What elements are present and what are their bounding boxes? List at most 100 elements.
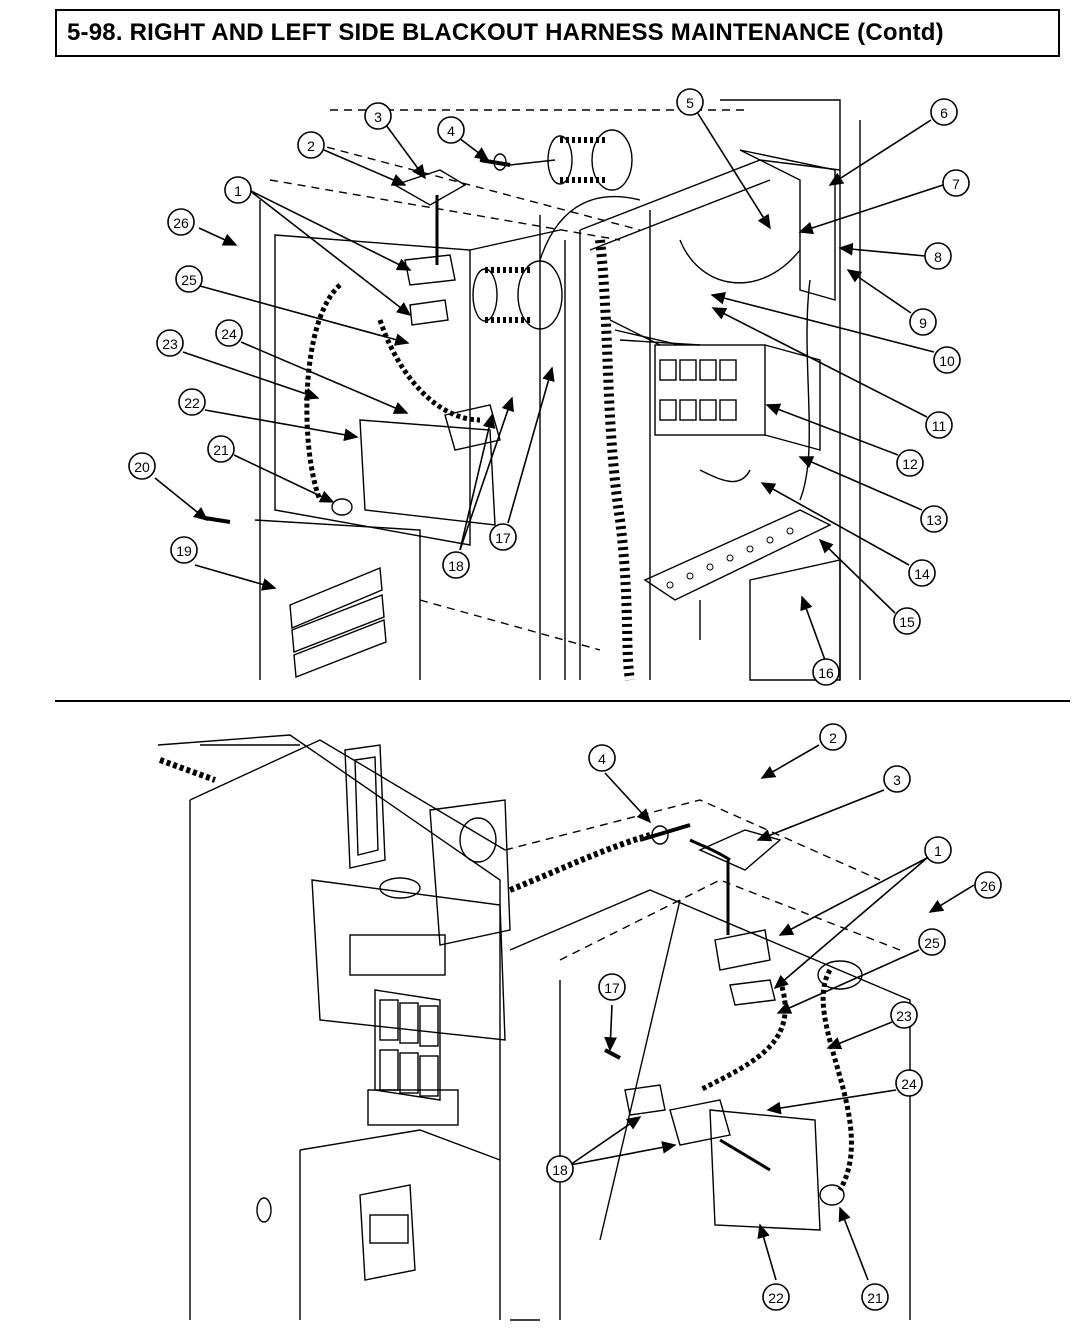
callout-circle	[762, 1283, 790, 1311]
top-callout-22: 22	[178, 388, 206, 416]
callout-number: 10	[939, 353, 955, 369]
bottom-callout-25: 25	[918, 928, 946, 956]
callout-circle	[437, 116, 465, 144]
bottom-callout-24: 24	[895, 1069, 923, 1097]
top-view	[204, 99, 861, 681]
callout-number: 1	[934, 843, 942, 859]
grommet-upper	[547, 129, 633, 191]
bottom-callout-23: 23	[890, 1001, 918, 1029]
view-divider	[55, 700, 1070, 702]
callout-circle	[930, 98, 958, 126]
top-callout-13: 13	[920, 505, 948, 533]
callout-number: 4	[447, 123, 455, 139]
top-callout-24: 24	[215, 319, 243, 347]
callout-number: 24	[221, 326, 237, 342]
callout-number: 17	[604, 980, 620, 996]
top-callout-21: 21	[207, 435, 235, 463]
callout-number: 1	[234, 183, 242, 199]
callout-circle	[893, 607, 921, 635]
callout-circle	[546, 1155, 574, 1183]
callout-circle	[812, 658, 840, 686]
callout-number: 7	[952, 176, 960, 192]
callout-circle	[588, 744, 616, 772]
callout-labels: 1234567891011121314151617181920212223242…	[128, 88, 1002, 1311]
callout-circle	[933, 346, 961, 374]
callout-circle	[170, 536, 198, 564]
callout-number: 13	[926, 512, 942, 528]
top-callout-8: 8	[924, 242, 952, 270]
callout-number: 22	[768, 1290, 784, 1306]
callout-number: 6	[940, 105, 948, 121]
callout-circle	[178, 388, 206, 416]
top-callout-19: 19	[170, 536, 198, 564]
callout-number: 16	[818, 665, 834, 681]
callout-circle	[920, 505, 948, 533]
callout-circle	[489, 523, 517, 551]
grommet-lower	[472, 260, 563, 330]
top-callout-7: 7	[942, 169, 970, 197]
bottom-callout-2: 2	[819, 723, 847, 751]
callout-number: 18	[448, 558, 464, 574]
callout-circle	[297, 131, 325, 159]
bottom-callout-21: 21	[861, 1283, 889, 1311]
callout-number: 21	[867, 1290, 883, 1306]
callout-number: 9	[919, 315, 927, 331]
callout-number: 2	[307, 138, 315, 154]
callout-circle	[896, 449, 924, 477]
top-callout-6: 6	[930, 98, 958, 126]
callout-number: 26	[173, 215, 189, 231]
bottom-callout-17: 17	[598, 973, 626, 1001]
top-callout-12: 12	[896, 449, 924, 477]
callout-number: 17	[495, 530, 511, 546]
top-view-leaders	[154, 111, 944, 661]
callout-number: 3	[374, 109, 382, 125]
callout-number: 19	[176, 543, 192, 559]
callout-number: 22	[184, 395, 200, 411]
top-callout-18: 18	[442, 551, 470, 579]
callout-number: 24	[901, 1076, 917, 1092]
callout-circle	[861, 1283, 889, 1311]
callout-circle	[207, 435, 235, 463]
callout-circle	[883, 765, 911, 793]
top-callout-5: 5	[676, 88, 704, 116]
top-callout-17: 17	[489, 523, 517, 551]
callout-number: 23	[896, 1008, 912, 1024]
callout-circle	[598, 973, 626, 1001]
callout-number: 25	[181, 272, 197, 288]
callout-number: 25	[924, 935, 940, 951]
bottom-callout-3: 3	[883, 765, 911, 793]
top-callout-15: 15	[893, 607, 921, 635]
top-callout-14: 14	[908, 559, 936, 587]
callout-number: 26	[980, 878, 996, 894]
bottom-callout-4: 4	[588, 744, 616, 772]
bottom-callout-26: 26	[974, 871, 1002, 899]
callout-circle	[895, 1069, 923, 1097]
top-callout-16: 16	[812, 658, 840, 686]
callout-circle	[224, 176, 252, 204]
top-callout-25: 25	[175, 265, 203, 293]
top-callout-9: 9	[909, 308, 937, 336]
top-callout-3: 3	[364, 102, 392, 130]
callout-number: 8	[934, 249, 942, 265]
callout-circle	[364, 102, 392, 130]
callout-circle	[676, 88, 704, 116]
top-callout-11: 11	[925, 411, 953, 439]
callout-circle	[908, 559, 936, 587]
callout-circle	[167, 208, 195, 236]
top-callout-10: 10	[933, 346, 961, 374]
callout-number: 5	[686, 95, 694, 111]
callout-circle	[442, 551, 470, 579]
callout-number: 12	[902, 456, 918, 472]
callout-circle	[890, 1001, 918, 1029]
callout-circle	[819, 723, 847, 751]
header-box: 5-98. RIGHT AND LEFT SIDE BLACKOUT HARNE…	[55, 9, 1060, 57]
callout-circle	[942, 169, 970, 197]
callout-number: 21	[213, 442, 229, 458]
bottom-view	[157, 734, 911, 1321]
callout-number: 15	[899, 614, 915, 630]
callout-number: 2	[829, 730, 837, 746]
callout-number: 11	[932, 418, 947, 434]
callout-circle	[925, 411, 953, 439]
callout-circle	[128, 452, 156, 480]
